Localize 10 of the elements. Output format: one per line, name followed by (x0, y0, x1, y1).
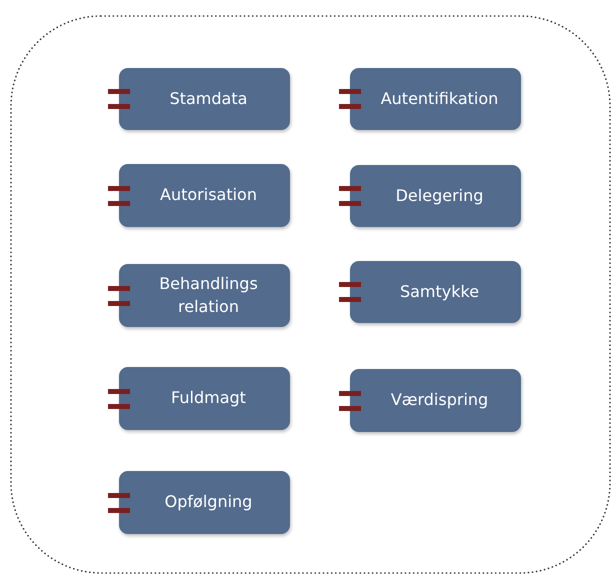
component-label: Behandlings relation (158, 273, 259, 318)
component-label: Autorisation (160, 184, 257, 206)
component-label: Opfølgning (164, 491, 252, 514)
dotted-frame (10, 15, 611, 574)
component-label: Værdispring (390, 389, 488, 412)
component-label: Samtykke (400, 280, 480, 303)
component-label: Fuldmagt (171, 387, 246, 410)
component-label: Delegering (396, 184, 484, 207)
component-label: Stamdata (170, 88, 248, 110)
component-label: Autentifikation (380, 88, 498, 110)
